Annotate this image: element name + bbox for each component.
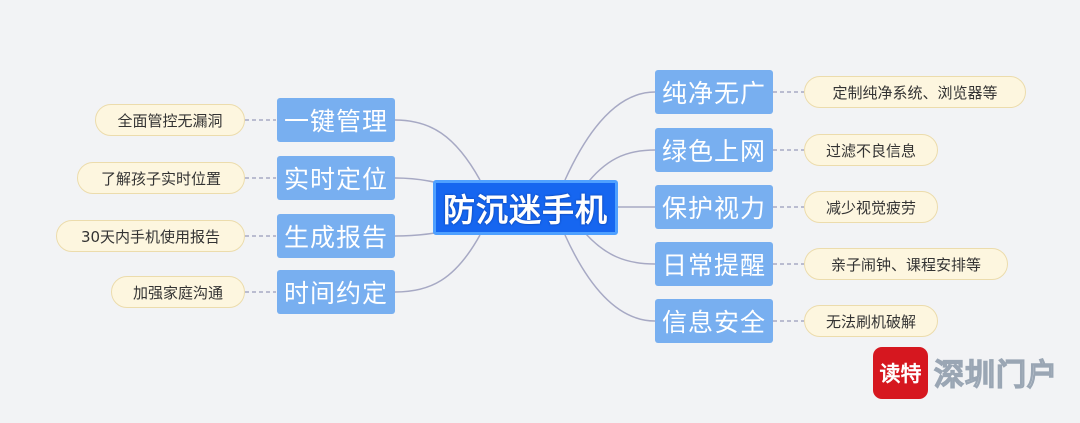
branch-right-5: 信息安全 [655,299,773,343]
connector-right-2 [584,149,656,187]
branch-left-1: 一键管理 [277,98,395,142]
connector-left-1 [394,119,481,181]
branch-right-2: 绿色上网 [655,128,773,172]
leaf-left-2: 了解孩子实时位置 [77,162,245,194]
leaf-right-2: 过滤不良信息 [804,134,938,166]
branch-left-3: 生成报告 [277,214,395,258]
leaf-left-4: 加强家庭沟通 [111,276,245,308]
branch-left-2: 实时定位 [277,156,395,200]
branch-right-3: 保护视力 [655,185,773,229]
branch-left-4: 时间约定 [277,270,395,314]
branch-right-1: 纯净无广 [655,70,773,114]
leaf-left-3: 30天内手机使用报告 [56,220,245,252]
leaf-right-5: 无法刷机破解 [804,305,938,337]
dute-logo-icon: 读特 [873,347,928,399]
leaf-left-1: 全面管控无漏洞 [95,104,245,136]
central-topic: 防沉迷手机 [433,180,618,235]
leaf-right-1: 定制纯净系统、浏览器等 [804,76,1026,108]
connector-right-1 [564,91,656,181]
brand-watermark: 深圳门户 [933,357,1058,393]
leaf-right-3: 减少视觉疲劳 [804,191,938,223]
connector-left-4 [394,234,481,293]
connector-right-5 [564,234,656,322]
branch-right-4: 日常提醒 [655,242,773,286]
leaf-right-4: 亲子闹钟、课程安排等 [804,248,1008,280]
connector-right-4 [584,232,656,265]
